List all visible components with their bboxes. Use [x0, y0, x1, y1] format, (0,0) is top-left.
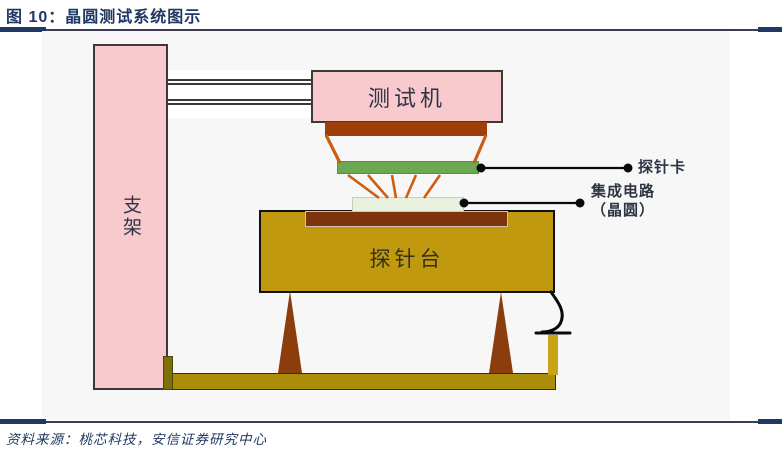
bottom-divider — [0, 419, 782, 424]
cable-plug-bar — [548, 335, 558, 375]
ic-label-line2: （晶圆） — [591, 203, 656, 219]
rail-bed — [167, 70, 312, 118]
support-label: 支架 — [120, 195, 141, 239]
support-rail-top — [167, 79, 312, 85]
divider-accent-right — [758, 419, 782, 424]
figure-title: 图 10：晶圆测试系统图示 — [6, 9, 202, 26]
ic-label: 集成电路 （晶圆） — [591, 183, 655, 221]
figure-source: 资料来源：桃芯科技，安信证券研究中心 — [6, 432, 267, 447]
support-column: 支架 — [93, 44, 168, 390]
tester-label: 测试机 — [367, 85, 446, 111]
wafer-chuck-bar — [305, 211, 508, 227]
divider-line — [0, 29, 782, 31]
divider-accent-left — [0, 419, 46, 424]
tester-box: 测试机 — [311, 70, 503, 123]
top-divider — [0, 27, 782, 32]
divider-accent-right — [758, 27, 782, 32]
base-platform — [170, 373, 556, 390]
wafer-bar — [352, 197, 464, 212]
probe-station-label: 探针台 — [369, 247, 445, 271]
divider-line — [0, 421, 782, 423]
support-rail-bottom — [167, 99, 312, 105]
probe-card-bar — [337, 161, 479, 174]
divider-accent-left — [0, 27, 46, 32]
support-foot-block — [163, 356, 173, 390]
test-head-bar — [325, 122, 487, 136]
ic-label-line1: 集成电路 — [591, 184, 656, 200]
probe-card-label: 探针卡 — [638, 160, 687, 176]
